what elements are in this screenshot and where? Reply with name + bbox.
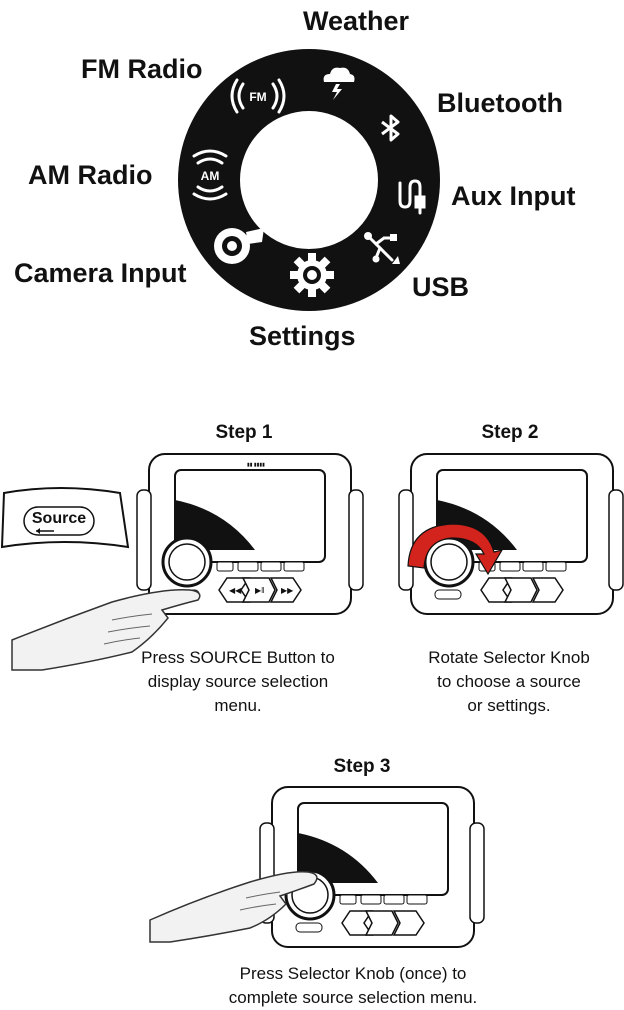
hand-icon [11,589,201,671]
fm-radio-icon: FM [230,78,286,114]
source-button-callout [0,487,130,549]
label-settings: Settings [249,321,356,351]
step-2-title: Step 2 [481,422,539,443]
am-radio-icon: AM [192,149,228,201]
label-aux-input: Aux Input [451,181,576,211]
stereo-unit-3 [259,786,485,948]
gear-icon [290,253,334,297]
step-2-caption: Rotate Selector Knob to choose a source … [428,648,590,715]
step-3-title: Step 3 [333,756,391,777]
dial-center [238,109,380,251]
source-button-label[interactable]: Source [31,510,87,527]
bluetooth-icon [381,114,400,142]
svg-text:◀◀: ◀◀ [229,586,242,595]
rotate-arrow-icon [407,523,504,576]
svg-text:▮▮ ▮▮▮▮: ▮▮ ▮▮▮▮ [247,462,265,468]
svg-text:AM: AM [201,169,220,183]
stereo-unit-2 [398,453,624,615]
label-camera-input: Camera Input [14,258,187,288]
stereo-unit-1: ▮▮ ▮▮▮▮ ◀◀ ▶‖ ▶▶ [136,453,364,615]
label-weather: Weather [303,6,410,36]
label-fm-radio: FM Radio [81,54,203,84]
svg-text:▶‖: ▶‖ [255,586,264,595]
camera-icon [214,228,264,264]
hand-press-icon [149,870,318,943]
label-usb: USB [412,272,470,302]
aux-input-icon [398,179,426,215]
label-bluetooth: Bluetooth [437,88,563,118]
step-1-title: Step 1 [215,422,273,443]
step-3-caption: Press Selector Knob (once) to complete s… [228,964,478,1007]
usb-icon [364,232,400,264]
svg-text:▶▶: ▶▶ [281,586,294,595]
svg-text:FM: FM [249,90,266,104]
weather-icon [323,67,355,100]
label-am-radio: AM Radio [28,160,153,190]
step-1-caption: Press SOURCE Button to display source se… [141,648,335,715]
